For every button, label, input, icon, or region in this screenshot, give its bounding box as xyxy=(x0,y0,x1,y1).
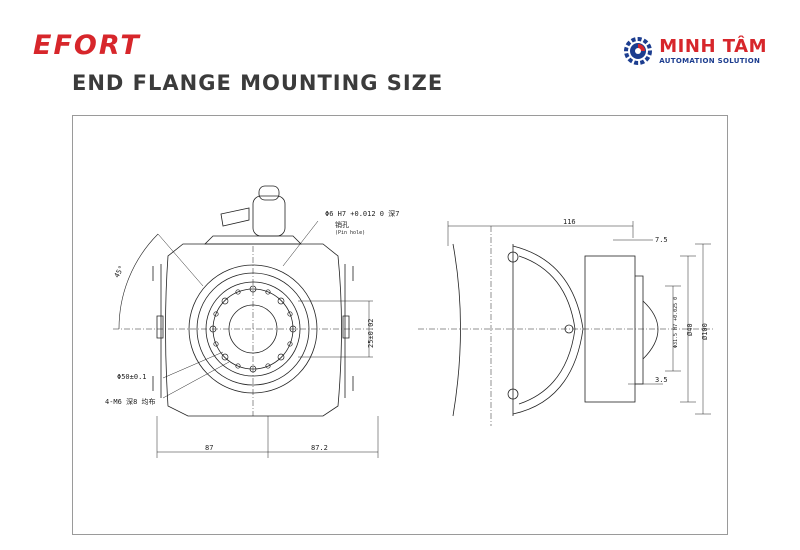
pin-hole-cn: 销孔 xyxy=(335,220,349,229)
thread-label: 4-M6 深8 均布 xyxy=(105,397,156,406)
side-7-5-label: 7.5 xyxy=(655,236,668,244)
side-3-5-label: 3.5 xyxy=(655,376,668,384)
offset-label: 25±0.02 xyxy=(367,318,375,348)
minh-tam-tagline: AUTOMATION SOLUTION xyxy=(659,56,761,65)
minh-tam-logo: MINH TÂM AUTOMATION SOLUTION xyxy=(623,36,767,66)
width-left-label: 87 xyxy=(205,444,213,452)
pin-hole-en: (Pin hole) xyxy=(335,230,365,236)
side-d40-label: Ø40 xyxy=(686,323,694,336)
gear-logo-icon xyxy=(624,37,653,65)
efort-logo: EFORT xyxy=(33,30,141,61)
minh-tam-name: MINH TÂM xyxy=(659,35,767,57)
angle-label: 45° xyxy=(113,264,126,279)
pin-hole-spec: Φ6 H7 +0.012 0 深7 xyxy=(325,209,399,218)
side-view xyxy=(418,221,713,426)
side-d100-label: Ø100 xyxy=(701,323,709,340)
side-116-label: 116 xyxy=(563,218,576,226)
page-title: END FLANGE MOUNTING SIZE xyxy=(72,71,444,95)
width-right-label: 87.2 xyxy=(311,444,328,452)
front-view xyxy=(113,185,379,458)
side-d31-5-label: Φ31.5 H7 +0.025 0 xyxy=(673,297,679,348)
technical-drawing-frame: Φ6 H7 +0.012 0 深7 销孔 (Pin hole) 45° Φ50±… xyxy=(72,115,728,535)
technical-drawing: Φ6 H7 +0.012 0 深7 销孔 (Pin hole) 45° Φ50±… xyxy=(105,185,713,458)
pcd-label: Φ50±0.1 xyxy=(117,373,147,381)
